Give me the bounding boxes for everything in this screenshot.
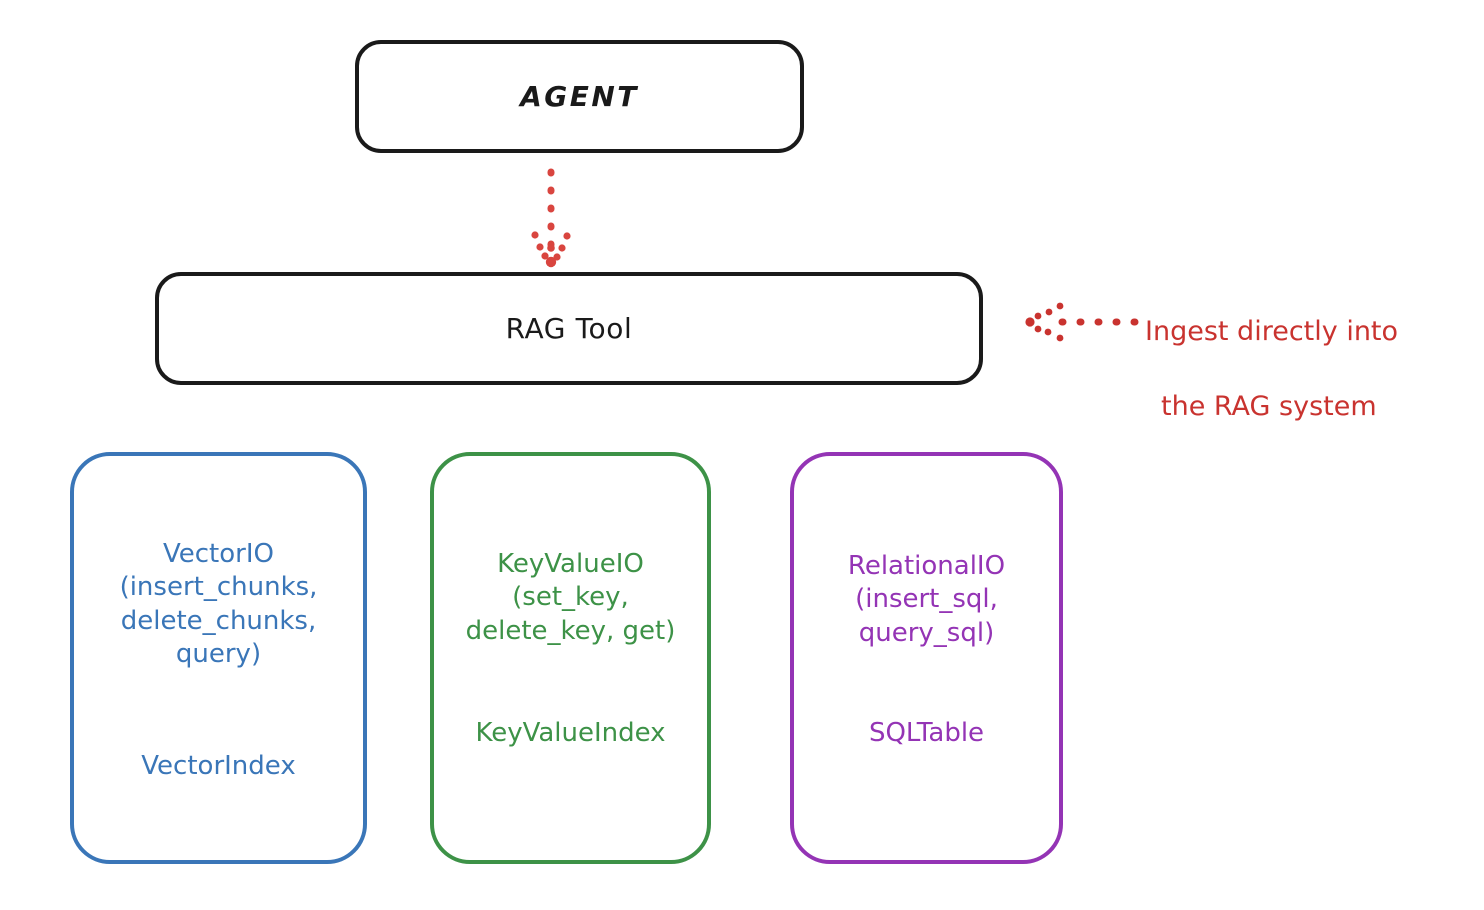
node-vector-io-api-label: VectorIO (insert_chunks, delete_chunks, … <box>119 539 318 669</box>
node-relational-io-index-label: SQLTable <box>868 718 985 748</box>
node-agent-label: AGENT <box>520 80 639 113</box>
node-key-value-io-index-label: KeyValueIndex <box>475 718 666 748</box>
node-relational-io[interactable]: RelationalIO (insert_sql, query_sql) SQL… <box>790 452 1063 864</box>
node-rag-tool-label: RAG Tool <box>505 312 633 345</box>
annotation-ingest-note: Ingest directly into the RAG system <box>1145 276 1475 425</box>
node-agent[interactable]: AGENT <box>355 40 804 153</box>
node-key-value-io-api-label: KeyValueIO (set_key, delete_key, get) <box>465 549 676 646</box>
annotation-line-1: Ingest directly into <box>1145 316 1399 348</box>
node-vector-io-index-label: VectorIndex <box>141 751 296 781</box>
connector-agent-to-rag-tool <box>531 168 571 268</box>
node-key-value-io[interactable]: KeyValueIO (set_key, delete_key, get) Ke… <box>430 452 711 864</box>
node-relational-io-api-label: RelationalIO (insert_sql, query_sql) <box>847 551 1006 648</box>
node-rag-tool[interactable]: RAG Tool <box>155 272 983 385</box>
node-vector-io[interactable]: VectorIO (insert_chunks, delete_chunks, … <box>70 452 367 864</box>
annotation-line-2: the RAG system <box>1161 390 1377 422</box>
connector-annotation-to-rag-tool <box>1025 302 1139 342</box>
